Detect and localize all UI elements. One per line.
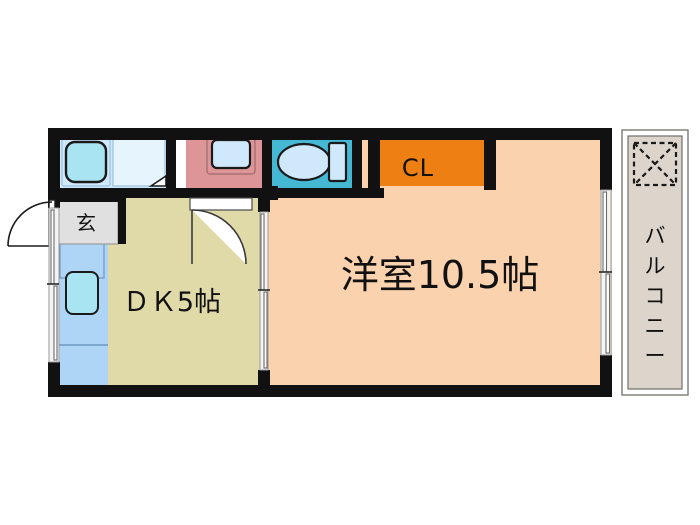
balcony-floor — [627, 135, 683, 390]
wall-outer-left-upper — [48, 128, 60, 200]
wall-entrance-top — [48, 196, 118, 202]
wall-outer-right-upper — [600, 128, 612, 190]
balcony-label-char-1: ル — [645, 254, 666, 278]
balcony-label-char-2: コ — [645, 284, 666, 308]
closet-floor — [380, 140, 484, 186]
sliding-door-track — [259, 211, 269, 371]
balcony-label-group: バ ル コ ニ ー — [645, 224, 666, 368]
balcony-region: バ ル コ ニ ー — [621, 129, 689, 396]
wall-bath-corner — [180, 188, 188, 198]
balcony-label-char-4: ー — [645, 344, 666, 368]
balcony-label-char-0: バ — [645, 224, 666, 248]
sliding-door-panel-a[interactable] — [260, 213, 265, 291]
kitchen-window[interactable] — [47, 207, 60, 363]
main-room-label: 洋室10.5帖 — [341, 253, 540, 297]
wall-dk-main-upper — [258, 188, 270, 212]
wall-washroom-bottom — [188, 188, 264, 198]
dk-main-sliding-door[interactable] — [258, 211, 270, 371]
wall-outer-left-lower — [48, 362, 60, 397]
entrance-floor — [55, 195, 119, 245]
washroom-door[interactable] — [189, 197, 253, 265]
wall-entrance-right — [118, 196, 126, 244]
kitchen-window-frame — [48, 207, 60, 363]
wall-outer-right-lower — [600, 355, 612, 397]
wall-toilet-closet-divider — [352, 128, 362, 190]
wall-washroom-toilet-divider — [262, 128, 272, 190]
wall-closet-right — [484, 128, 496, 190]
balcony-door-panel-a[interactable] — [602, 191, 608, 273]
air-conditioner-outdoor-unit-icon — [632, 141, 678, 187]
wall-closet-left — [368, 128, 380, 190]
entrance-label: 玄 — [76, 211, 96, 235]
closet-label: CL — [402, 154, 434, 182]
wall-outer-top — [48, 128, 612, 140]
toilet-tank — [327, 141, 348, 183]
kitchen-window-sash-b[interactable] — [53, 285, 58, 361]
bathtub — [64, 140, 108, 184]
washroom-door-arc — [191, 209, 247, 265]
washing-machine-space — [112, 137, 166, 187]
dk-room-label: ＤＫ5帖 — [123, 287, 221, 318]
balcony-sliding-door[interactable] — [599, 189, 612, 356]
entrance-door-arc — [7, 201, 53, 247]
kitchen-window-sash-a[interactable] — [50, 209, 55, 285]
wall-bath-bottom — [48, 188, 180, 198]
walls-group — [48, 128, 612, 397]
washroom-door-leaf[interactable] — [189, 197, 253, 211]
wall-bath-washroom-divider — [166, 128, 176, 190]
sliding-door-panel-b[interactable] — [263, 291, 268, 369]
wall-outer-bottom — [48, 385, 612, 397]
balcony-label-char-3: ニ — [645, 314, 666, 338]
balcony-door-panel-b[interactable] — [605, 273, 611, 354]
kitchen-sink — [65, 271, 99, 315]
wall-dk-main-lower — [258, 370, 270, 397]
wall-toilet-bottom — [278, 188, 384, 198]
vanity-sink — [210, 138, 252, 170]
toilet-bowl — [276, 142, 332, 182]
